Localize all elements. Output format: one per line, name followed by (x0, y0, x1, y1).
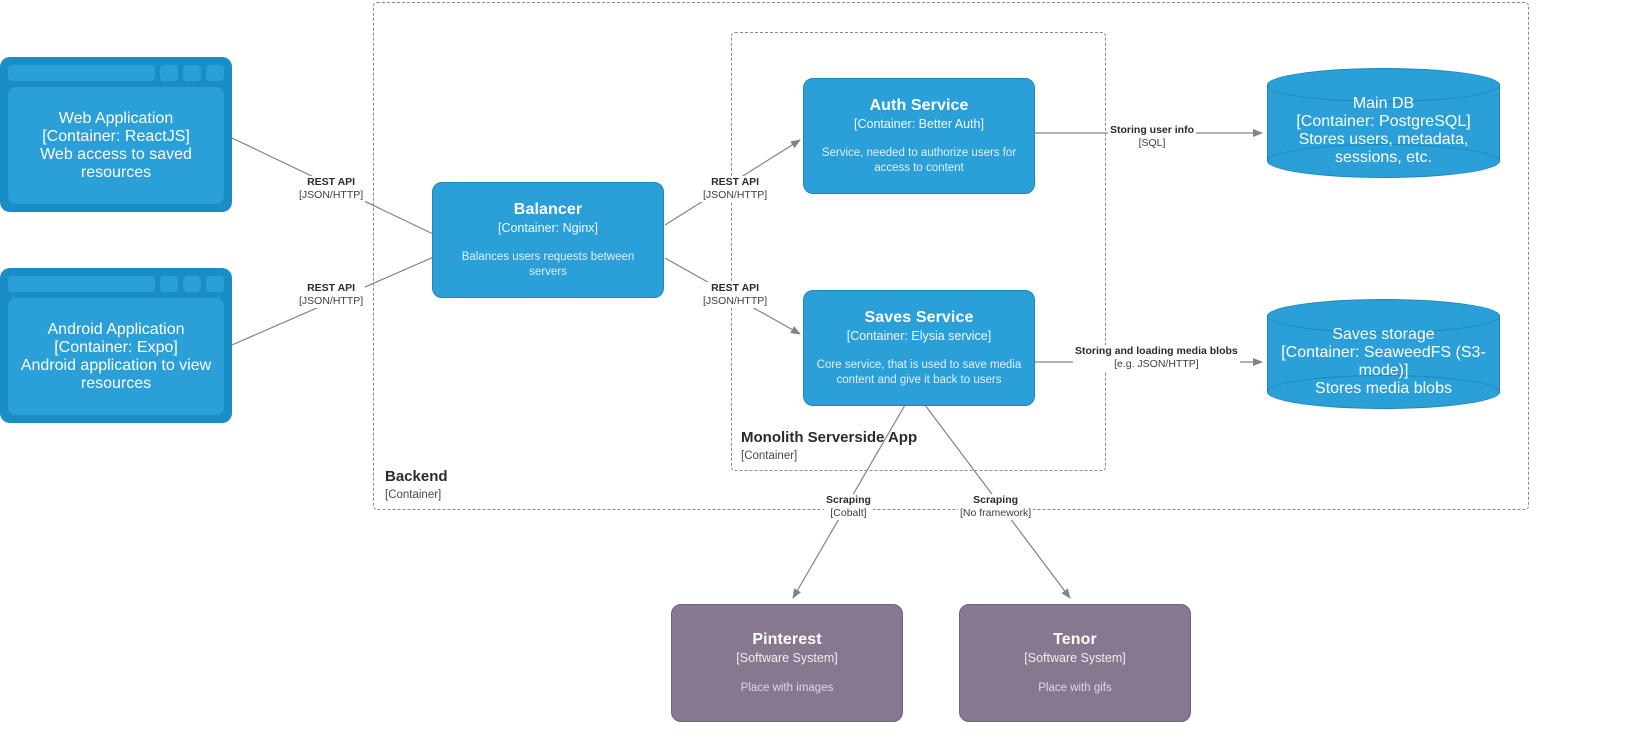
node-android-application[interactable]: Android Application [Container: Expo] An… (0, 268, 232, 423)
edge-label-name: Storing user info (1110, 124, 1194, 136)
node-saves-service[interactable]: Saves Service [Container: Elysia service… (803, 290, 1035, 406)
browser-address-bar (8, 276, 155, 292)
node-tech: [Software System] (1024, 651, 1126, 666)
browser-button-icon (206, 65, 224, 81)
node-name: Auth Service (869, 96, 969, 114)
node-tenor[interactable]: Tenor [Software System] Place with gifs (959, 604, 1191, 722)
cylinder-bottom-ellipse (1267, 375, 1500, 409)
node-name: Saves Service (864, 308, 974, 326)
edge-label-name: REST API (711, 282, 760, 294)
browser-button-icon (160, 276, 178, 292)
boundary-backend-name: Backend (385, 468, 448, 485)
node-web-application[interactable]: Web Application [Container: ReactJS] Web… (0, 57, 232, 212)
cylinder-top-ellipse (1267, 299, 1500, 333)
cylinder-bottom-ellipse (1267, 144, 1500, 178)
node-description: Stores media blobs (1315, 380, 1452, 397)
node-name: Pinterest (752, 631, 822, 649)
node-tech: [Container: Elysia service] (846, 328, 992, 343)
boundary-monolith-name: Monolith Serverside App (741, 429, 918, 446)
node-tech: [Software System] (736, 651, 838, 666)
edge-label-auth-to-maindb: Storing user info [SQL] (1108, 124, 1196, 151)
browser-button-icon (183, 276, 201, 292)
node-pinterest[interactable]: Pinterest [Software System] Place with i… (671, 604, 903, 722)
edge-label-saves-to-storage: Storing and loading media blobs [e.g. JS… (1073, 345, 1240, 372)
browser-chrome-bar (8, 276, 224, 292)
node-tech: [Container: PostgreSQL] (1296, 113, 1471, 130)
browser-chrome-bar (8, 65, 224, 81)
edge-label-balancer-to-saves: REST API [JSON/HTTP] (701, 282, 770, 309)
node-tech: [Container: Nginx] (497, 220, 599, 235)
edge-label-tech: [JSON/HTTP] (703, 295, 768, 308)
edge-label-tech: [e.g. JSON/HTTP] (1114, 358, 1199, 371)
boundary-backend (373, 2, 1529, 510)
browser-button-icon (160, 65, 178, 81)
node-tech: [Container: ReactJS] (42, 127, 190, 145)
edge-label-tech: [No framework] (960, 507, 1032, 520)
edge-label-tech: [JSON/HTTP] (299, 189, 364, 202)
boundary-monolith-label: Monolith Serverside App [Container] (741, 429, 917, 463)
edge-label-tech: [SQL] (1138, 137, 1166, 150)
edge-label-web-to-balancer: REST API [JSON/HTTP] (297, 176, 366, 203)
node-main-db[interactable]: Main DB [Container: PostgreSQL] Stores u… (1267, 68, 1500, 178)
edge-label-tech: [JSON/HTTP] (299, 295, 364, 308)
node-description: Place with gifs (1038, 681, 1112, 694)
edge-label-name: REST API (711, 176, 760, 188)
node-description: Core service, that is used to save media… (816, 359, 1022, 387)
boundary-backend-type: [Container] (385, 488, 442, 501)
node-saves-storage[interactable]: Saves storage [Container: SeaweedFS (S3-… (1267, 299, 1500, 409)
node-auth-service[interactable]: Auth Service [Container: Better Auth] Se… (803, 78, 1035, 194)
node-web-application-body: Web Application [Container: ReactJS] Web… (8, 87, 224, 204)
edge-label-name: REST API (307, 282, 356, 294)
node-main-db-text: Main DB [Container: PostgreSQL] Stores u… (1267, 90, 1500, 172)
node-tech: [Container: SeaweedFS (S3-mode)] (1281, 344, 1486, 379)
browser-address-bar (8, 65, 155, 81)
node-tech: [Container: Better Auth] (854, 116, 984, 131)
node-name: Tenor (1053, 631, 1097, 649)
edge-label-tech: [JSON/HTTP] (703, 189, 768, 202)
edge-label-tech: [Cobalt] (830, 507, 867, 520)
node-description: Web access to saved resources (40, 145, 192, 181)
node-android-application-body: Android Application [Container: Expo] An… (8, 298, 224, 415)
edge-label-android-to-balancer: REST API [JSON/HTTP] (297, 282, 366, 309)
edge-label-name: REST API (307, 176, 356, 188)
edge-label-name: Storing and loading media blobs (1075, 345, 1238, 357)
node-saves-storage-text: Saves storage [Container: SeaweedFS (S3-… (1267, 321, 1500, 403)
node-tech: [Container: Expo] (54, 338, 178, 356)
node-description: Android application to view resources (20, 356, 212, 392)
edge-label-saves-to-tenor: Scraping [No framework] (958, 494, 1034, 521)
edge-label-saves-to-pinterest: Scraping [Cobalt] (824, 494, 873, 521)
node-name: Balancer (513, 200, 583, 218)
edge-label-balancer-to-auth: REST API [JSON/HTTP] (701, 176, 770, 203)
browser-button-icon (206, 276, 224, 292)
node-description: Place with images (740, 681, 834, 694)
node-name: Saves storage (1332, 326, 1435, 343)
node-balancer[interactable]: Balancer [Container: Nginx] Balances use… (432, 182, 664, 298)
node-description: Service, needed to authorize users for a… (821, 147, 1017, 175)
node-name: Android Application (47, 320, 185, 338)
boundary-monolith-type: [Container] (741, 449, 798, 462)
cylinder-top-ellipse (1267, 68, 1500, 102)
browser-button-icon (183, 65, 201, 81)
boundary-monolith (731, 32, 1106, 471)
node-description: Balances users requests between servers (461, 251, 635, 279)
node-name: Web Application (58, 109, 174, 127)
node-name: Main DB (1352, 95, 1415, 112)
boundary-backend-label: Backend [Container] (385, 468, 448, 502)
edge-label-name: Scraping (973, 494, 1019, 506)
edge-label-name: Scraping (826, 494, 871, 506)
node-description: Stores users, metadata, sessions, etc. (1298, 131, 1469, 166)
